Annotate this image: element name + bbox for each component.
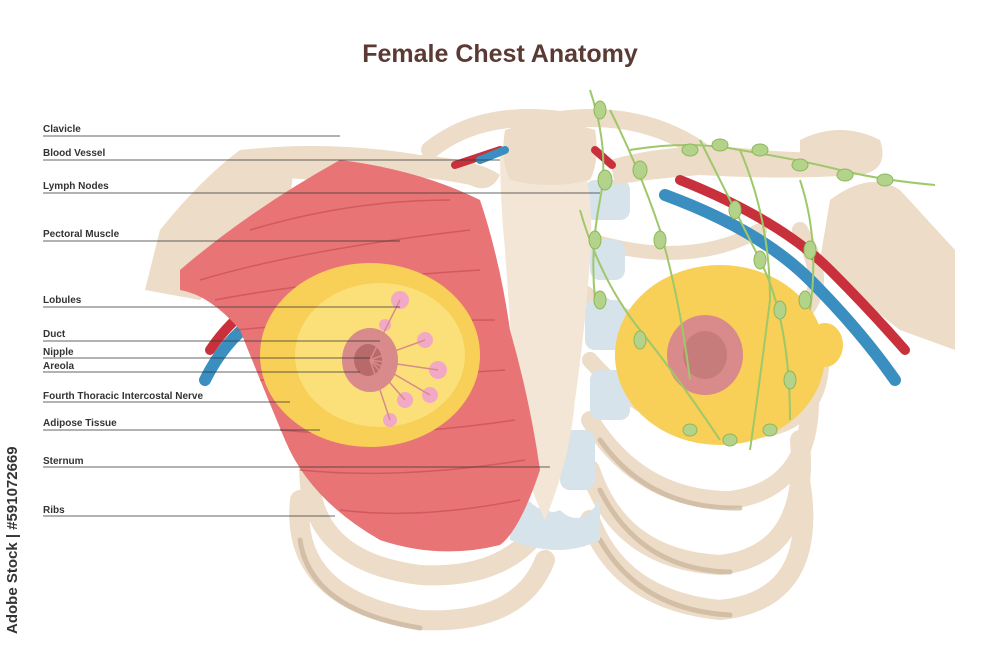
manubrium [503,122,597,185]
label-sternum: Sternum [43,456,84,467]
label-blood-vessel: Blood Vessel [43,148,106,159]
label-ribs: Ribs [43,505,65,516]
label-areola: Areola [43,361,75,372]
label-lobules: Lobules [43,295,82,306]
label-duct: Duct [43,329,66,340]
right-breast [615,265,843,445]
label-clavicle: Clavicle [43,124,81,135]
label-lymph-nodes: Lymph Nodes [43,181,109,192]
rib-shadows [297,437,743,631]
label-intercostal-nerve: Fourth Thoracic Intercostal Nerve [43,391,204,402]
lymph-nodes [579,89,936,451]
costal-cartilage [510,180,630,550]
label-nipple: Nipple [43,347,74,358]
left-breast [260,263,480,447]
label-pectoral-muscle: Pectoral Muscle [43,229,120,240]
leader-lines [43,135,600,517]
watermark-side-text: Adobe Stock | #591072669 [4,446,21,634]
label-adipose-tissue: Adipose Tissue [43,418,117,429]
page-title: Female Chest Anatomy [362,40,638,68]
